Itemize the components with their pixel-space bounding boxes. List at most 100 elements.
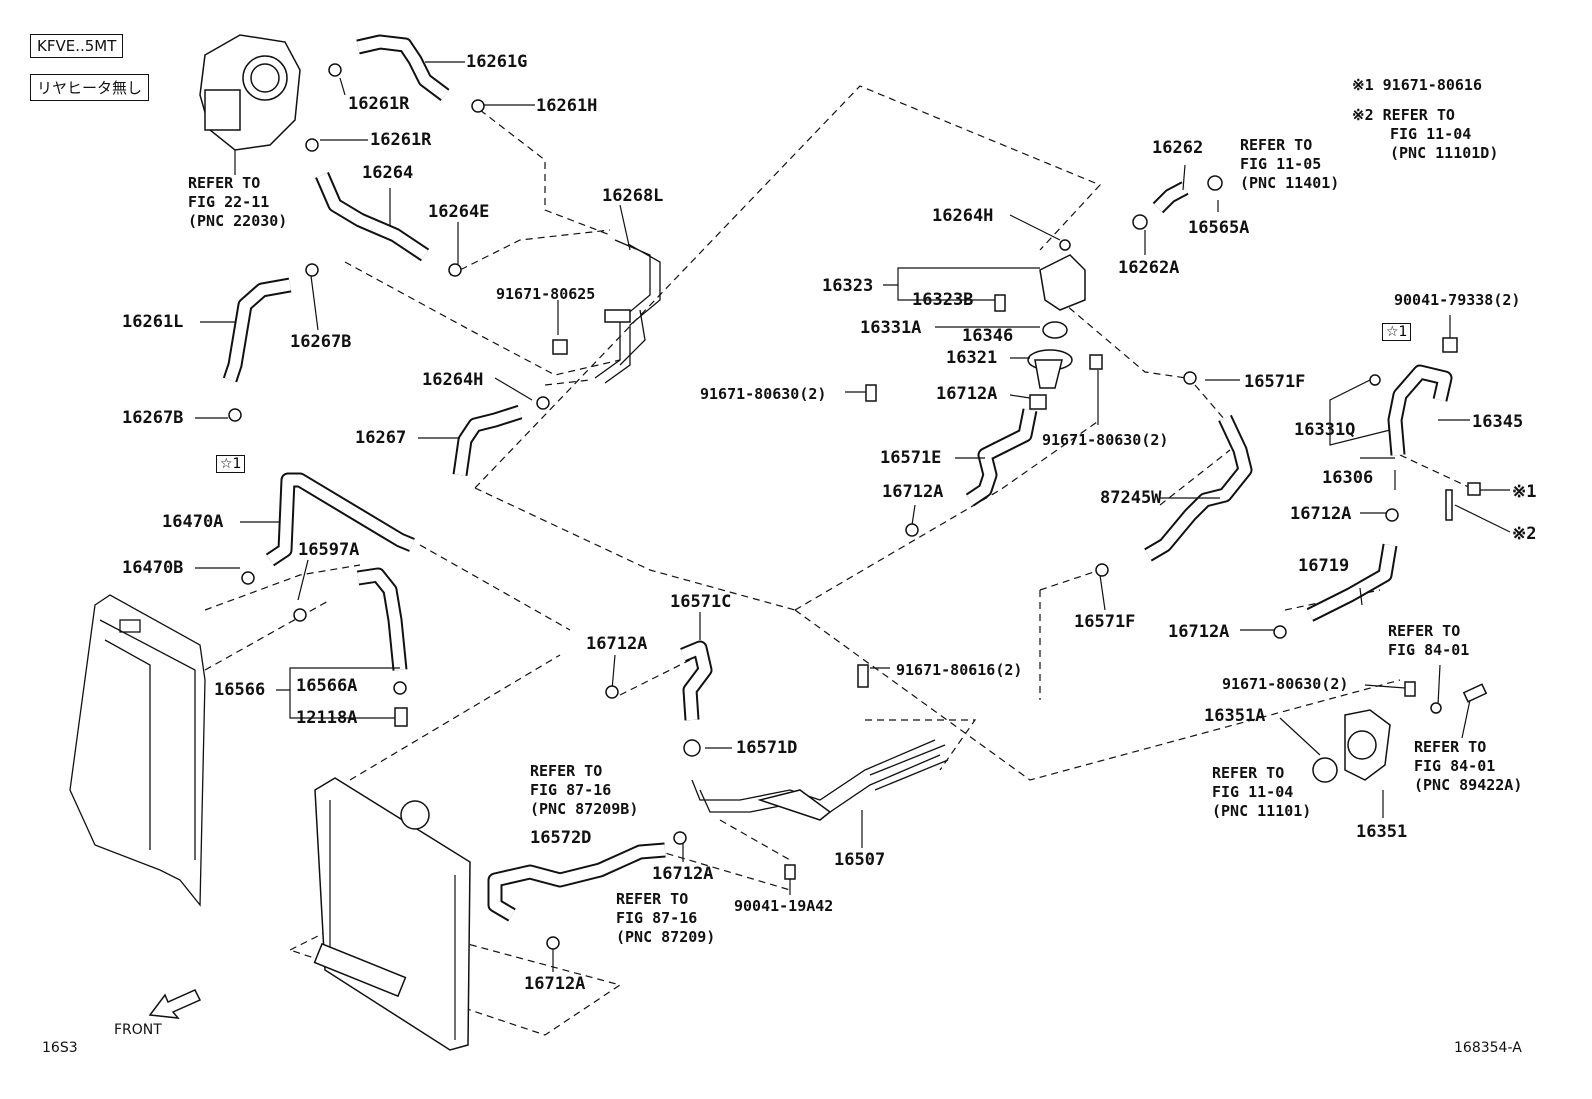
part-label: 16572D <box>530 828 592 848</box>
clamp-icon <box>228 408 242 422</box>
clamp-icon <box>448 263 462 277</box>
footer-left-code: 16S3 <box>42 1040 78 1056</box>
clamp-icon <box>328 63 342 77</box>
pipe-16268L <box>594 239 661 384</box>
engine-tag: KFVE..5MT <box>30 34 124 58</box>
part-label: 16264H <box>932 206 994 226</box>
clamp-icon <box>546 936 560 950</box>
ref-bottom-a: REFER TO FIG 87-16 (PNC 87209B) <box>530 762 638 819</box>
part-label: 16470A <box>162 512 224 532</box>
part-label: 16712A <box>524 974 586 994</box>
clamp-icon <box>1095 563 1109 577</box>
radiator <box>313 777 471 1051</box>
part-label: 12118A <box>296 708 358 728</box>
ref-sensor-fig: REFER TO FIG 84-01 <box>1388 622 1469 660</box>
front-label: FRONT <box>114 1022 162 1038</box>
part-label: 90041-79338(2) <box>1394 291 1521 309</box>
part-label: 16712A <box>936 384 998 404</box>
part-label: 16267 <box>355 428 407 448</box>
part-label: 16470B <box>122 558 184 578</box>
note-2-line-2: FIG 11-04 <box>1390 125 1472 143</box>
part-label: 16264H <box>422 370 484 390</box>
ref-pump: REFER TO FIG 11-04 (PNC 11101) <box>1212 764 1311 821</box>
clamp-icon <box>536 396 550 410</box>
part-label: 16323 <box>822 276 874 296</box>
clamp-icon <box>305 263 319 277</box>
part-label: 16261G <box>466 52 528 72</box>
part-label: 16264 <box>362 163 414 183</box>
ref-line: (PNC 89422A) <box>1414 776 1523 794</box>
ref-upper-right: REFER TO FIG 11-05 (PNC 11401) <box>1240 136 1339 193</box>
part-label: 16566A <box>296 676 358 696</box>
part-label: 16262A <box>1118 258 1180 278</box>
part-label: 91671-80630(2) <box>700 385 827 403</box>
part-label: 16597A <box>298 540 360 560</box>
note-1-text: 91671-80616 <box>1382 76 1482 94</box>
radiator-support <box>69 594 206 907</box>
clamp-icon <box>1183 371 1197 385</box>
star-ref-box: ☆1 <box>1382 323 1412 341</box>
ref-line: REFER TO <box>616 890 689 908</box>
bolt-icon <box>552 339 568 355</box>
part-label: 91671-80616(2) <box>896 661 1023 679</box>
part-label: 16712A <box>1168 622 1230 642</box>
leaders <box>195 61 1511 972</box>
part-label: 16571D <box>736 738 798 758</box>
ref-line: REFER TO <box>1212 764 1285 782</box>
part-label: 90041-19A42 <box>734 897 834 915</box>
clamp-icon <box>673 831 687 845</box>
clamp-icon <box>1132 214 1148 230</box>
ref-line: (PNC 22030) <box>188 212 288 230</box>
bolt-icon <box>857 664 869 688</box>
part-label: 16571F <box>1244 372 1306 392</box>
clamp-icon <box>1059 239 1071 251</box>
part-label: 16571E <box>880 448 942 468</box>
part-label: 16321 <box>946 348 998 368</box>
ref-line: FIG 11-05 <box>1240 155 1322 173</box>
part-label: 16712A <box>1290 504 1352 524</box>
part-label: 16261H <box>536 96 598 116</box>
ref-line: (PNC 87209B) <box>530 800 639 818</box>
footer-right-code: 168354-A <box>1454 1040 1522 1056</box>
ref-line: (PNC 11401) <box>1240 174 1340 192</box>
part-label: 16566 <box>214 680 266 700</box>
part-label: 16261L <box>122 312 184 332</box>
bolt-icon <box>994 294 1006 312</box>
part-label: 91671-80625 <box>496 285 596 303</box>
ref-line: REFER TO <box>1388 622 1461 640</box>
part-label: 91671-80630(2) <box>1222 675 1349 693</box>
part-label: 16571F <box>1074 612 1136 632</box>
note-2-line-3: (PNC 11101D) <box>1390 144 1499 162</box>
hoses <box>222 34 1453 922</box>
throttle-body <box>199 34 301 175</box>
clamp-icon <box>683 739 701 757</box>
part-label: 16712A <box>586 634 648 654</box>
ref-line: REFER TO <box>1240 136 1313 154</box>
bolt-icon <box>1445 489 1453 521</box>
note-mark-1: ※1 <box>1512 482 1537 502</box>
thermostat-housing <box>1027 254 1086 410</box>
note-2: ※2 REFER TO FIG 11-04 (PNC 11101D) <box>1352 106 1498 163</box>
part-label: 16719 <box>1298 556 1350 576</box>
part-label: 16331Q <box>1294 420 1356 440</box>
part-label: 16565A <box>1188 218 1250 238</box>
ref-line: FIG 87-16 <box>530 781 612 799</box>
part-label: 87245W <box>1100 488 1162 508</box>
part-label: 16267B <box>290 332 352 352</box>
part-label: 16262 <box>1152 138 1204 158</box>
part-label: 16346 <box>962 326 1014 346</box>
ref-line: REFER TO <box>1414 738 1487 756</box>
note-2-line-1: REFER TO <box>1382 106 1455 124</box>
water-inlet-16351 <box>1312 683 1488 783</box>
pipe-16507 <box>691 739 949 821</box>
part-label: 16351 <box>1356 822 1408 842</box>
ref-line: REFER TO <box>188 174 261 192</box>
clamp-icon <box>1369 374 1381 386</box>
variant-tag: リヤヒータ無し <box>30 74 150 101</box>
part-label: 91671-80630(2) <box>1042 431 1169 449</box>
clamp-icon <box>293 608 307 622</box>
ref-throttle: REFER TO FIG 22-11 (PNC 22030) <box>188 174 287 231</box>
part-label: 16571C <box>670 592 732 612</box>
part-label: 16306 <box>1322 468 1374 488</box>
